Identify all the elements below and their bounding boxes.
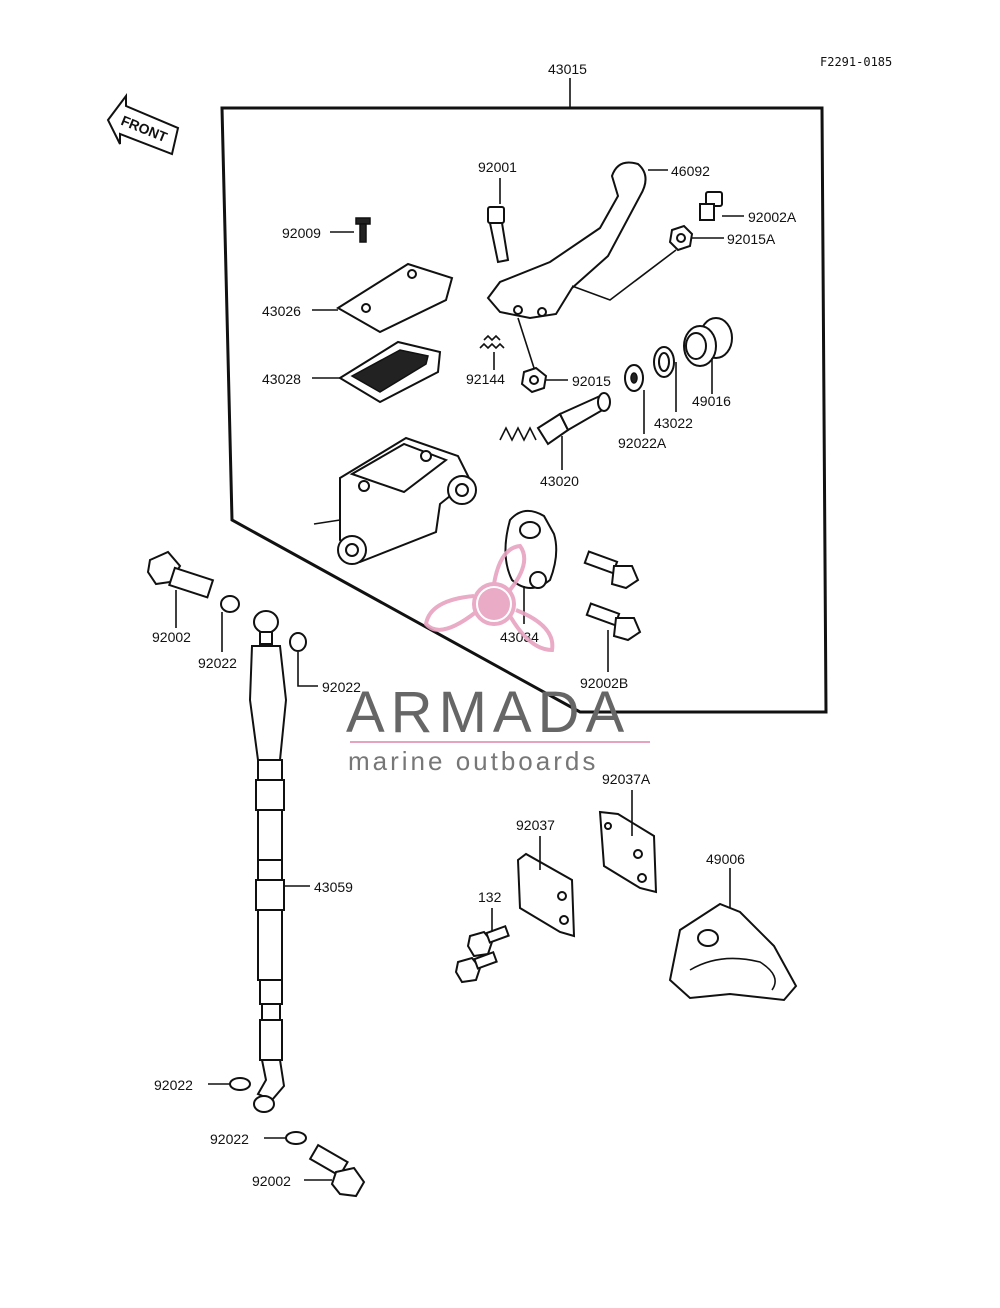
lever-spring [479, 334, 505, 350]
assembly-label: 43015 [548, 61, 587, 77]
part-label-92037A: 92037A [602, 771, 651, 787]
bracket-92037A [598, 810, 658, 894]
circlip [653, 346, 675, 378]
part-label-92015: 92015 [572, 373, 611, 389]
cover-49006 [668, 902, 798, 1002]
bolt-132-lower [454, 950, 498, 984]
assembly-frame: 43015 [220, 61, 828, 714]
part-label-92009: 92009 [282, 225, 321, 241]
part-label-43059: 43059 [314, 879, 353, 895]
part-label-46092: 46092 [671, 163, 710, 179]
part-label-92002-bottom: 92002 [252, 1173, 291, 1189]
brake-lever [486, 161, 647, 320]
reservoir-cap [336, 262, 454, 334]
part-label-92002B: 92002B [580, 675, 628, 691]
washer-top-right [289, 632, 307, 652]
bracket-92037 [516, 852, 576, 938]
part-label-92015A: 92015A [727, 231, 776, 247]
diagram-code: F2291-0185 [820, 55, 892, 69]
diaphragm [338, 340, 442, 404]
lever-nut [668, 224, 694, 252]
washer-top-left [220, 595, 240, 613]
cap-screw [355, 217, 371, 243]
part-label-132: 132 [478, 889, 502, 905]
master-cylinder-body [313, 436, 477, 565]
watermark-brand: ARMADA [346, 680, 630, 745]
part-label-92022-c: 92022 [154, 1077, 193, 1093]
part-label-92037: 92037 [516, 817, 555, 833]
lever-screw [699, 191, 723, 221]
part-label-49016: 49016 [692, 393, 731, 409]
part-label-92022A: 92022A [618, 435, 667, 451]
part-label-43028: 43028 [262, 371, 301, 387]
dust-boot [683, 317, 733, 367]
part-label-92001: 92001 [478, 159, 517, 175]
watermark-logo-icon [423, 543, 555, 653]
clamp-bolt-upper [583, 550, 640, 590]
pivot-nut [520, 366, 548, 394]
clamp-bolt-lower [585, 602, 642, 642]
part-label-92022-b: 92022 [322, 679, 361, 695]
part-label-92002-top: 92002 [152, 629, 191, 645]
banjo-bolt-bottom [308, 1143, 366, 1198]
part-label-92022-d: 92022 [210, 1131, 249, 1147]
bolt-132-upper [466, 924, 510, 958]
handlebar-clamp [504, 509, 558, 589]
part-label-92022-a: 92022 [198, 655, 237, 671]
part-label-92002A: 92002A [748, 209, 797, 225]
watermark-tagline: marine outboards [348, 746, 598, 776]
brake-hose [248, 610, 288, 1113]
pivot-bolt [487, 206, 510, 264]
part-label-43020: 43020 [540, 473, 579, 489]
banjo-bolt-top [146, 550, 215, 599]
front-arrow-icon: FRONT [106, 93, 180, 156]
part-label-49006: 49006 [706, 851, 745, 867]
part-label-43022: 43022 [654, 415, 693, 431]
part-label-92144: 92144 [466, 371, 505, 387]
washer-bottom [285, 1131, 307, 1145]
piston-washer [624, 364, 644, 392]
piston-assembly [499, 392, 611, 446]
part-label-43026: 43026 [262, 303, 301, 319]
washer-bottom-left [229, 1077, 251, 1091]
